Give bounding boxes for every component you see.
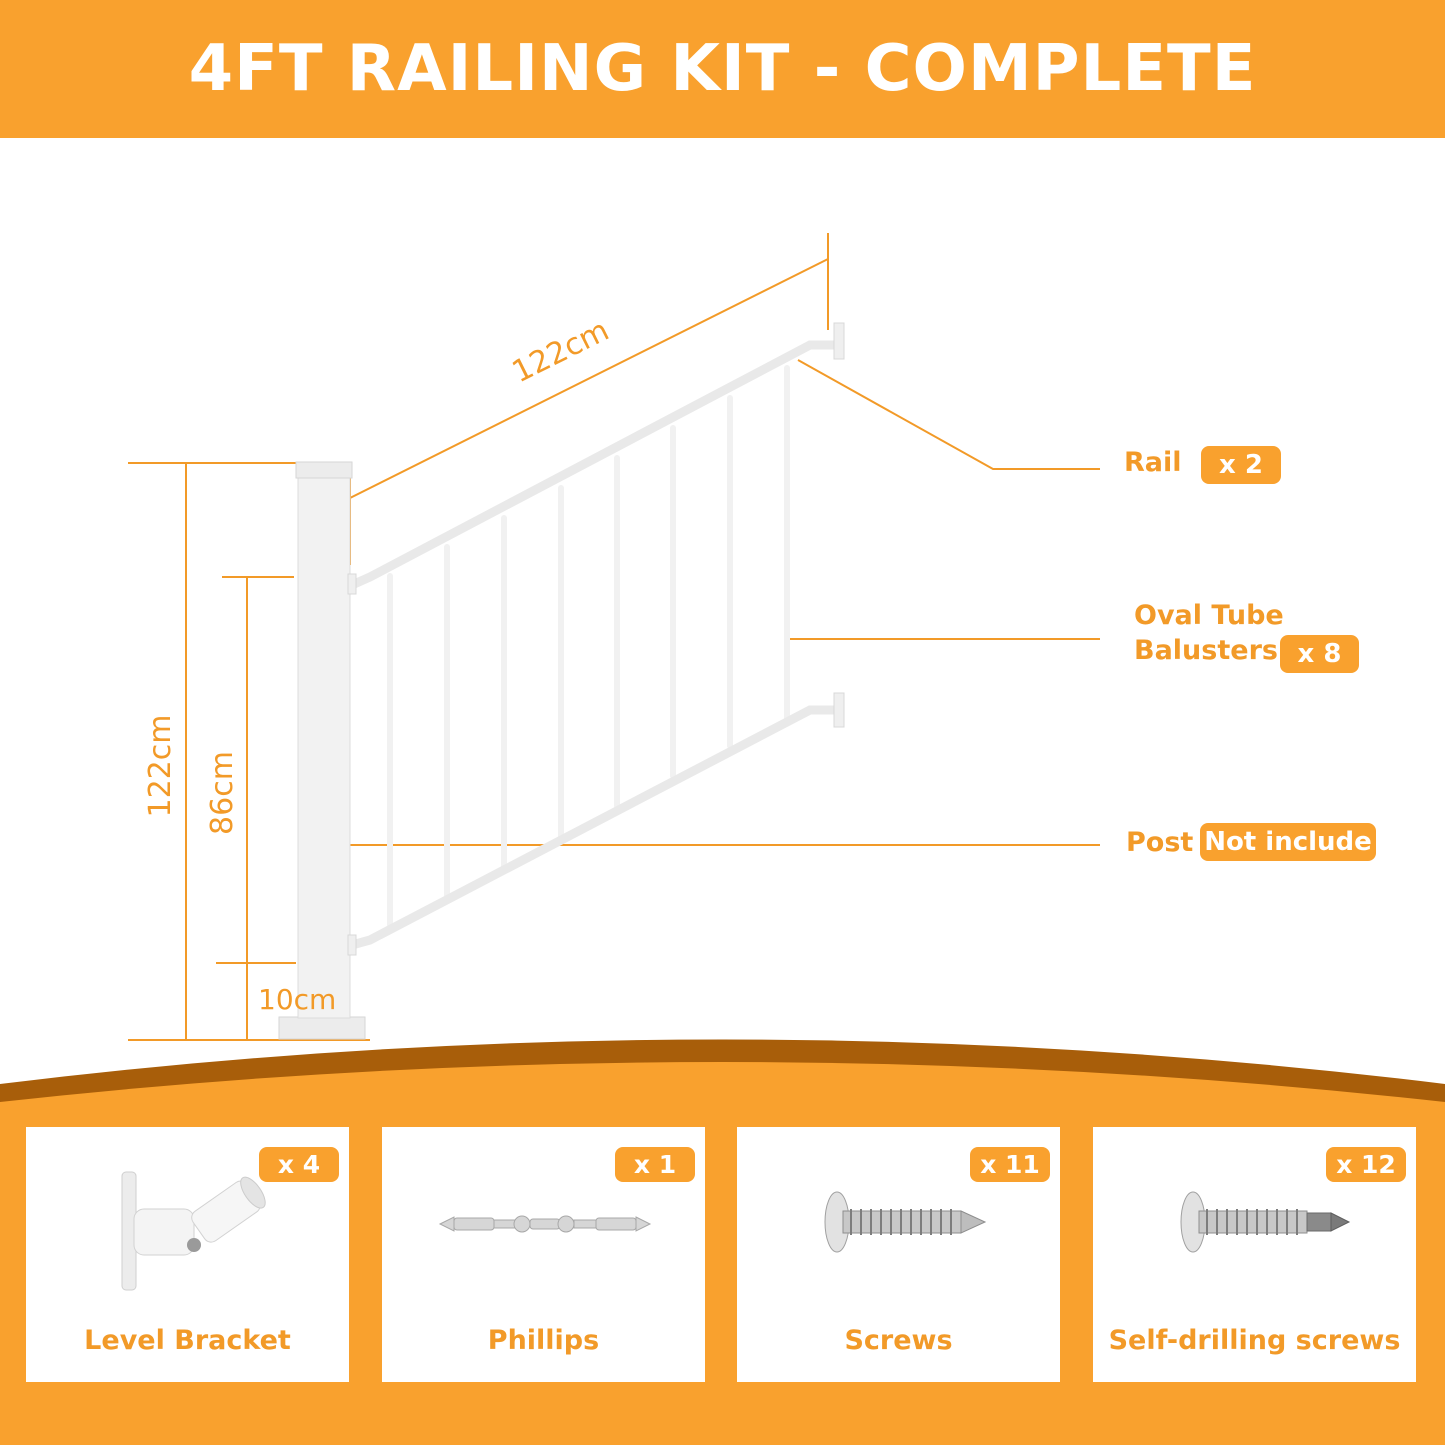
header-banner: 4FT RAILING KIT - COMPLETE bbox=[0, 0, 1445, 138]
baluster-qty-badge: x 8 bbox=[1280, 635, 1359, 673]
part-card-phillips: x 1 Phillips bbox=[382, 1127, 705, 1382]
phillips-bit-icon bbox=[438, 1215, 652, 1233]
rail-qty-badge: x 2 bbox=[1201, 446, 1281, 484]
part-card-screws: x 11 Screws bbox=[737, 1127, 1060, 1382]
page-title: 4FT RAILING KIT - COMPLETE bbox=[188, 32, 1257, 106]
screws-qty-badge: x 11 bbox=[970, 1147, 1050, 1182]
level-bracket-name: Level Bracket bbox=[84, 1325, 291, 1356]
post-status-badge: Not include bbox=[1200, 823, 1376, 861]
rail-label: Rail bbox=[1124, 447, 1182, 478]
screw-icon bbox=[824, 1191, 987, 1253]
level-bracket-icon bbox=[121, 1171, 266, 1291]
self-drilling-screw-icon bbox=[1180, 1191, 1351, 1253]
post-label: Post bbox=[1126, 827, 1194, 858]
baluster-label-line2: Balusters bbox=[1134, 635, 1278, 666]
level-bracket-qty-badge: x 4 bbox=[259, 1147, 339, 1182]
part-card-level-bracket: x 4 Level Bracket bbox=[26, 1127, 349, 1382]
rail-length-label: 122cm bbox=[507, 313, 615, 390]
balusters-drawing bbox=[387, 365, 790, 928]
part-card-self-drilling: x 12 Self-drilling screws bbox=[1093, 1127, 1416, 1382]
bottom-panel bbox=[0, 1062, 1445, 1445]
post-height-label: 122cm bbox=[143, 715, 178, 818]
rail-height-label: 86cm bbox=[205, 751, 240, 835]
self-drilling-qty-badge: x 12 bbox=[1326, 1147, 1406, 1182]
screws-name: Screws bbox=[844, 1325, 953, 1356]
phillips-qty-badge: x 1 bbox=[615, 1147, 695, 1182]
rails-drawing bbox=[347, 340, 841, 950]
post-drawing bbox=[278, 461, 366, 1040]
bottom-gap-label: 10cm bbox=[258, 983, 336, 1016]
phillips-name: Phillips bbox=[487, 1325, 600, 1356]
self-drilling-name: Self-drilling screws bbox=[1108, 1325, 1401, 1356]
baluster-label-line1: Oval Tube bbox=[1134, 600, 1284, 631]
